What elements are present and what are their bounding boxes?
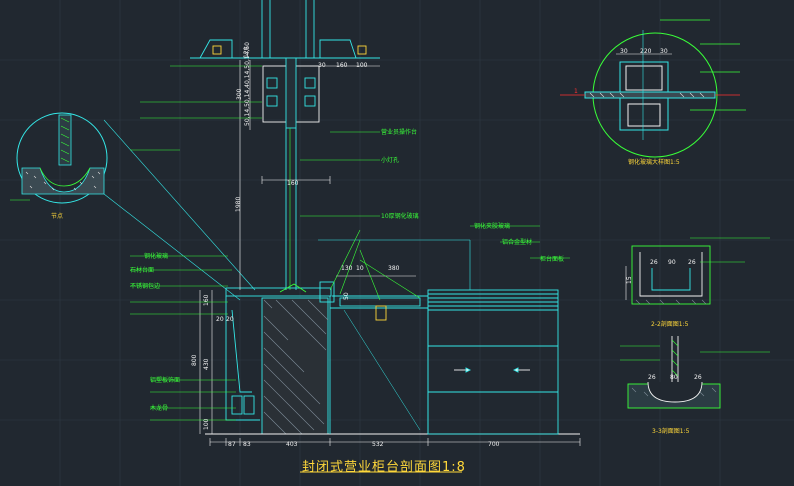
label-stone-top: 石材台面 (130, 267, 155, 274)
section2-dim-1: 26 (650, 259, 658, 266)
label-stainless-edge: 不锈钢包边 (130, 283, 161, 290)
label-counter-panel: 柜台面板 (540, 256, 565, 263)
section3-dim-1: 26 (648, 374, 656, 381)
detail-top-right (560, 19, 746, 158)
section3-dim-3: 26 (694, 374, 702, 381)
dim-vertical-300: 300 (236, 88, 243, 100)
dim-left-430: 430 (203, 358, 210, 370)
counter-body (205, 281, 580, 435)
leader-lines (10, 65, 570, 421)
detail-tr-dim-1: 30 (620, 48, 628, 55)
dim-counter-130: 130 (341, 265, 353, 272)
label-small-light: 小灯孔 (381, 157, 400, 164)
label-operator-desk: 营业员操作台 (381, 129, 418, 136)
dim-vertical-chain: 50,14,50,14,40,14,50,14,50 (244, 42, 251, 126)
label-aluminium-plastic: 铝塑板饰面 (150, 377, 181, 384)
detail-circle-node (16, 112, 256, 301)
label-tempered-glass-10: 10厚钢化玻璃 (381, 213, 419, 220)
section2-dim-v: 15 (626, 276, 633, 284)
counter-right-panel (318, 239, 559, 435)
dim-small-20b: 20 (226, 316, 234, 323)
label-tempered-glass: 钢化玻璃 (144, 253, 169, 260)
label-wood-keel: 木龙骨 (150, 405, 169, 412)
detail-tr-dim-2: 220 (640, 48, 652, 55)
dim-small-50: 50 (343, 292, 350, 300)
section3-caption: 3-3剖面图1:5 (652, 428, 690, 435)
dim-small-20a: 20 (216, 316, 224, 323)
section-3-3 (620, 336, 770, 409)
detail-tr-caption: 钢化玻璃大样图1:5 (628, 159, 680, 166)
detail-tr-dim-3: 30 (660, 48, 668, 55)
dim-counter-380: 380 (388, 265, 400, 272)
detail-node-label: 节点 (51, 213, 64, 220)
section2-caption: 2-2剖面图1:5 (651, 321, 689, 328)
dim-left-100: 100 (203, 418, 210, 430)
section3-dim-2: 80 (670, 374, 678, 381)
section2-dim-2: 90 (668, 259, 676, 266)
dim-mid-160: 160 (287, 180, 299, 187)
dim-vertical-1980: 1980 (235, 196, 242, 212)
dim-bottom-532: 532 (372, 441, 384, 448)
section2-dim-3: 26 (688, 259, 696, 266)
dim-top-2: 160 (336, 62, 348, 69)
dim-left-800: 800 (191, 354, 198, 366)
drawing-title: 封闭式营业柜台剖面图1:8 (302, 460, 466, 475)
dim-top-1: 30 (318, 62, 326, 69)
dim-bottom-83: 83 (243, 441, 251, 448)
dim-left-160: 160 (203, 294, 210, 306)
label-laminated-glass: 钢化夹胶玻璃 (474, 223, 511, 230)
dim-counter-10: 10 (356, 265, 364, 272)
section-2-2 (625, 237, 770, 305)
dim-bottom-700: 700 (488, 441, 500, 448)
dim-bottom-403: 403 (286, 441, 298, 448)
dim-top-3: 100 (356, 62, 368, 69)
label-aluminium-profile: 铝合金型材 (502, 239, 533, 246)
ceiling-fixture (190, 0, 380, 290)
dim-bottom-87: 87 (228, 441, 236, 448)
detail-tr-marker: 1 (574, 88, 578, 95)
